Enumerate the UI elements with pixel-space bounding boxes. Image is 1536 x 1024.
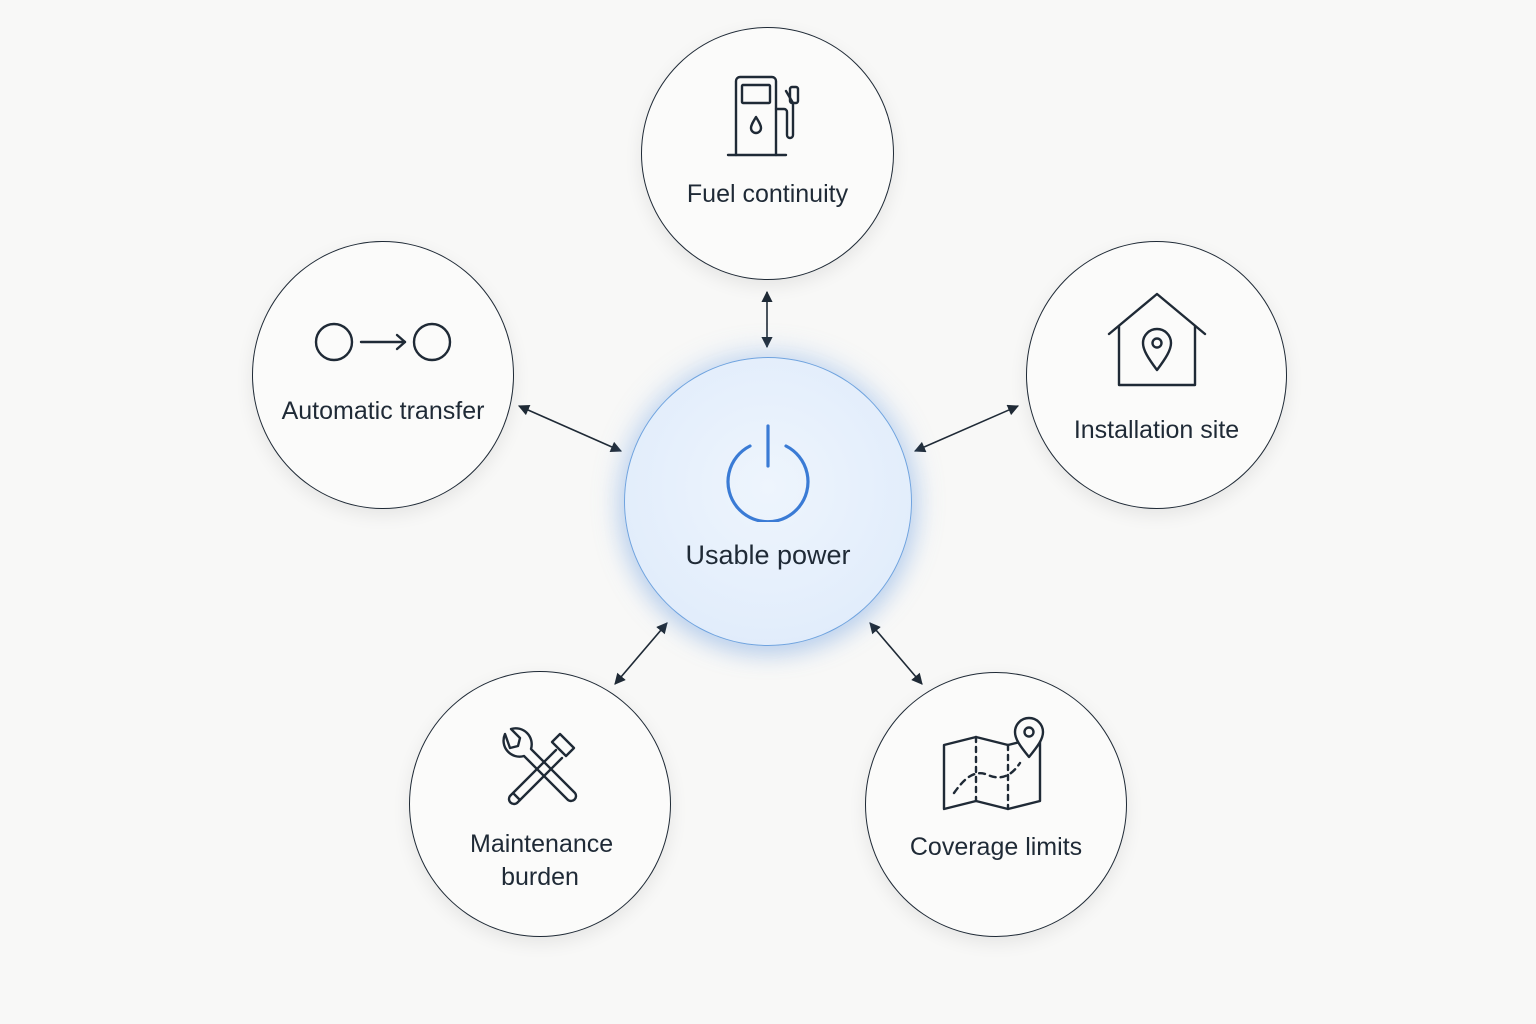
connector-maintenance-burden	[614, 622, 668, 685]
node-fuel-continuity: Fuel continuity	[641, 27, 894, 280]
node-label: Coverage limits	[909, 833, 1083, 861]
node-label: Automatic transfer	[281, 397, 485, 425]
house-location-icon	[1107, 292, 1206, 387]
node-usable-power: Usable power	[624, 357, 912, 646]
connector-coverage-limits	[869, 622, 923, 685]
wrench-screwdriver-icon	[502, 727, 578, 806]
transfer-arrow-icon	[314, 322, 452, 362]
node-maintenance-burden: Maintenance burden	[409, 671, 671, 937]
node-automatic-transfer: Automatic transfer	[252, 241, 514, 509]
connector-installation-site	[913, 404, 1020, 453]
node-label: Installation site	[1073, 416, 1240, 444]
node-coverage-limits: Coverage limits	[865, 672, 1127, 937]
map-pin-icon	[942, 716, 1045, 811]
node-label: Maintenance burden	[470, 830, 614, 891]
node-label: Fuel continuity	[686, 180, 849, 208]
connector-automatic-transfer	[517, 404, 623, 453]
node-installation-site: Installation site	[1026, 241, 1287, 509]
fuel-pump-icon	[726, 75, 799, 157]
power-icon	[726, 424, 810, 522]
node-label: Usable power	[685, 540, 851, 570]
